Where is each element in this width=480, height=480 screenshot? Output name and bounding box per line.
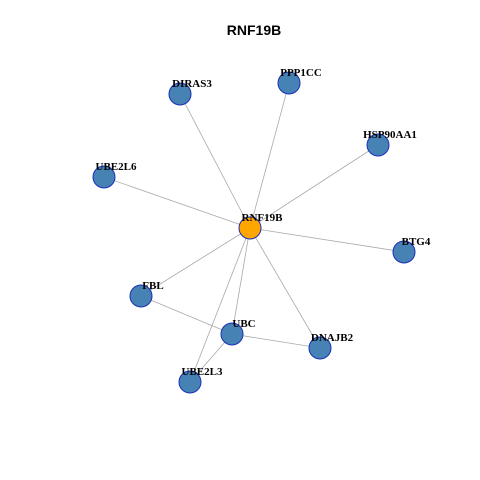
node-hsp90aa1: HSP90AA1: [363, 129, 417, 157]
node-label: BTG4: [402, 236, 431, 248]
edge-rnf19b-ubc: [231, 227, 251, 335]
node-rnf19b: RNF19B: [238, 212, 284, 240]
node-label: RNF19B: [242, 212, 284, 224]
node-dnajb2: DNAJB2: [308, 332, 354, 360]
node-circle: [178, 370, 202, 394]
node-label: DIRAS3: [172, 78, 212, 90]
node-label: UBE2L6: [96, 161, 137, 173]
edge-rnf19b-hsp90aa1: [249, 144, 379, 229]
node-ube2l6: UBE2L6: [92, 161, 137, 189]
node-label: FBL: [142, 280, 163, 292]
node-circle: [220, 322, 244, 346]
edge-rnf19b-fbl: [140, 227, 251, 297]
node-circle: [366, 133, 390, 157]
node-circle: [168, 82, 192, 106]
edge-rnf19b-ube2l6: [103, 176, 251, 229]
node-ppp1cc: PPP1CC: [277, 67, 322, 95]
node-circle: [92, 165, 116, 189]
node-label: HSP90AA1: [363, 129, 417, 141]
node-circle: [392, 240, 416, 264]
node-label: UBC: [232, 318, 255, 330]
node-circle: [238, 216, 262, 240]
node-ubc: UBC: [220, 318, 256, 346]
edge-rnf19b-ube2l3: [189, 227, 251, 383]
node-circle: [277, 71, 301, 95]
node-btg4: BTG4: [392, 236, 431, 264]
node-fbl: FBL: [129, 280, 164, 308]
edge-ubc-dnajb2: [231, 333, 321, 349]
node-ube2l3: UBE2L3: [178, 366, 223, 394]
node-label: PPP1CC: [280, 67, 322, 79]
edge-rnf19b-dnajb2: [249, 227, 321, 349]
node-diras3: DIRAS3: [168, 78, 212, 106]
edge-rnf19b-ppp1cc: [249, 82, 290, 229]
edge-fbl-ubc: [140, 295, 233, 335]
node-label: DNAJB2: [311, 332, 354, 344]
edge-rnf19b-btg4: [249, 227, 405, 253]
edge-rnf19b-diras3: [179, 93, 251, 229]
node-label: UBE2L3: [182, 366, 223, 378]
graph-title: RNF19B: [227, 22, 281, 38]
node-circle: [308, 336, 332, 360]
node-circle: [129, 284, 153, 308]
